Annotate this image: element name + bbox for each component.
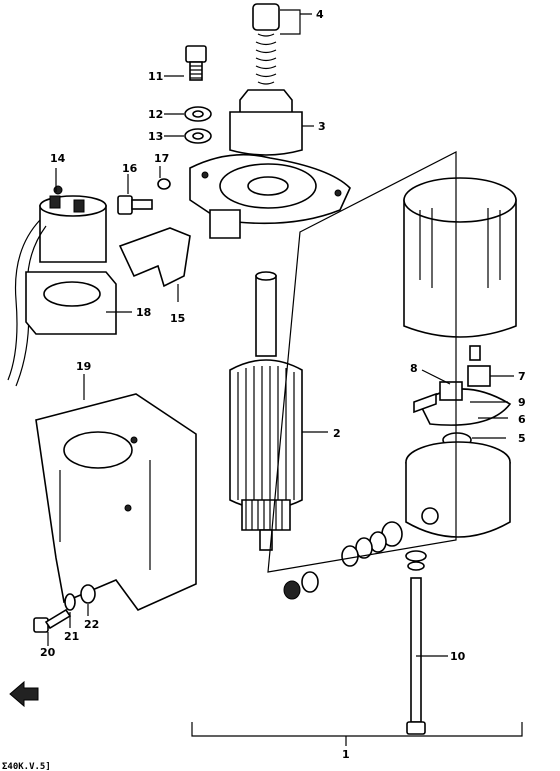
brush-holder	[413, 345, 512, 426]
mount-bracket-19	[35, 393, 197, 611]
callout-7: 7	[518, 370, 526, 383]
callout-18: 18	[136, 306, 151, 319]
clip-17	[157, 178, 171, 190]
callout-2: 2	[333, 427, 341, 440]
washer-set	[283, 521, 403, 600]
assembly-outline	[267, 151, 457, 573]
callout-6: 6	[518, 413, 526, 426]
callout-8: 8	[410, 362, 418, 375]
callout-19: 19	[76, 360, 91, 373]
front-bracket	[189, 153, 351, 239]
callout-9: 9	[518, 396, 526, 409]
screw-16	[117, 195, 153, 215]
bolt-20	[33, 608, 72, 633]
callout-17: 17	[154, 152, 169, 165]
callout-11: 11	[148, 70, 163, 83]
callout-3: 3	[318, 120, 326, 133]
callout-4: 4	[316, 8, 324, 21]
diagram-code: Σ40K.V.5]	[2, 762, 51, 771]
callout-16: 16	[122, 162, 138, 175]
strap-15	[118, 227, 191, 288]
bolt-11	[185, 45, 207, 81]
cover-18	[25, 271, 117, 335]
armature-2	[229, 271, 303, 551]
callout-12: 12	[148, 108, 163, 121]
callout-5: 5	[518, 432, 526, 445]
yoke	[403, 177, 517, 338]
callout-15: 15	[170, 312, 185, 325]
solenoid-14	[7, 185, 107, 387]
washer-21	[64, 593, 76, 611]
callout-10: 10	[450, 650, 466, 663]
front-direction-arrow-icon	[9, 680, 39, 708]
callout-14: 14	[50, 152, 66, 165]
callout-21: 21	[64, 630, 79, 643]
leader-lines	[47, 9, 523, 746]
through-bolt-10	[405, 550, 427, 735]
washer-22	[80, 584, 96, 604]
end-frame	[405, 441, 511, 538]
callout-22: 22	[84, 618, 99, 631]
callout-1: 1	[342, 748, 350, 761]
callout-20: 20	[40, 646, 56, 659]
callout-13: 13	[148, 130, 163, 143]
pinion-spring-assembly	[229, 3, 303, 156]
